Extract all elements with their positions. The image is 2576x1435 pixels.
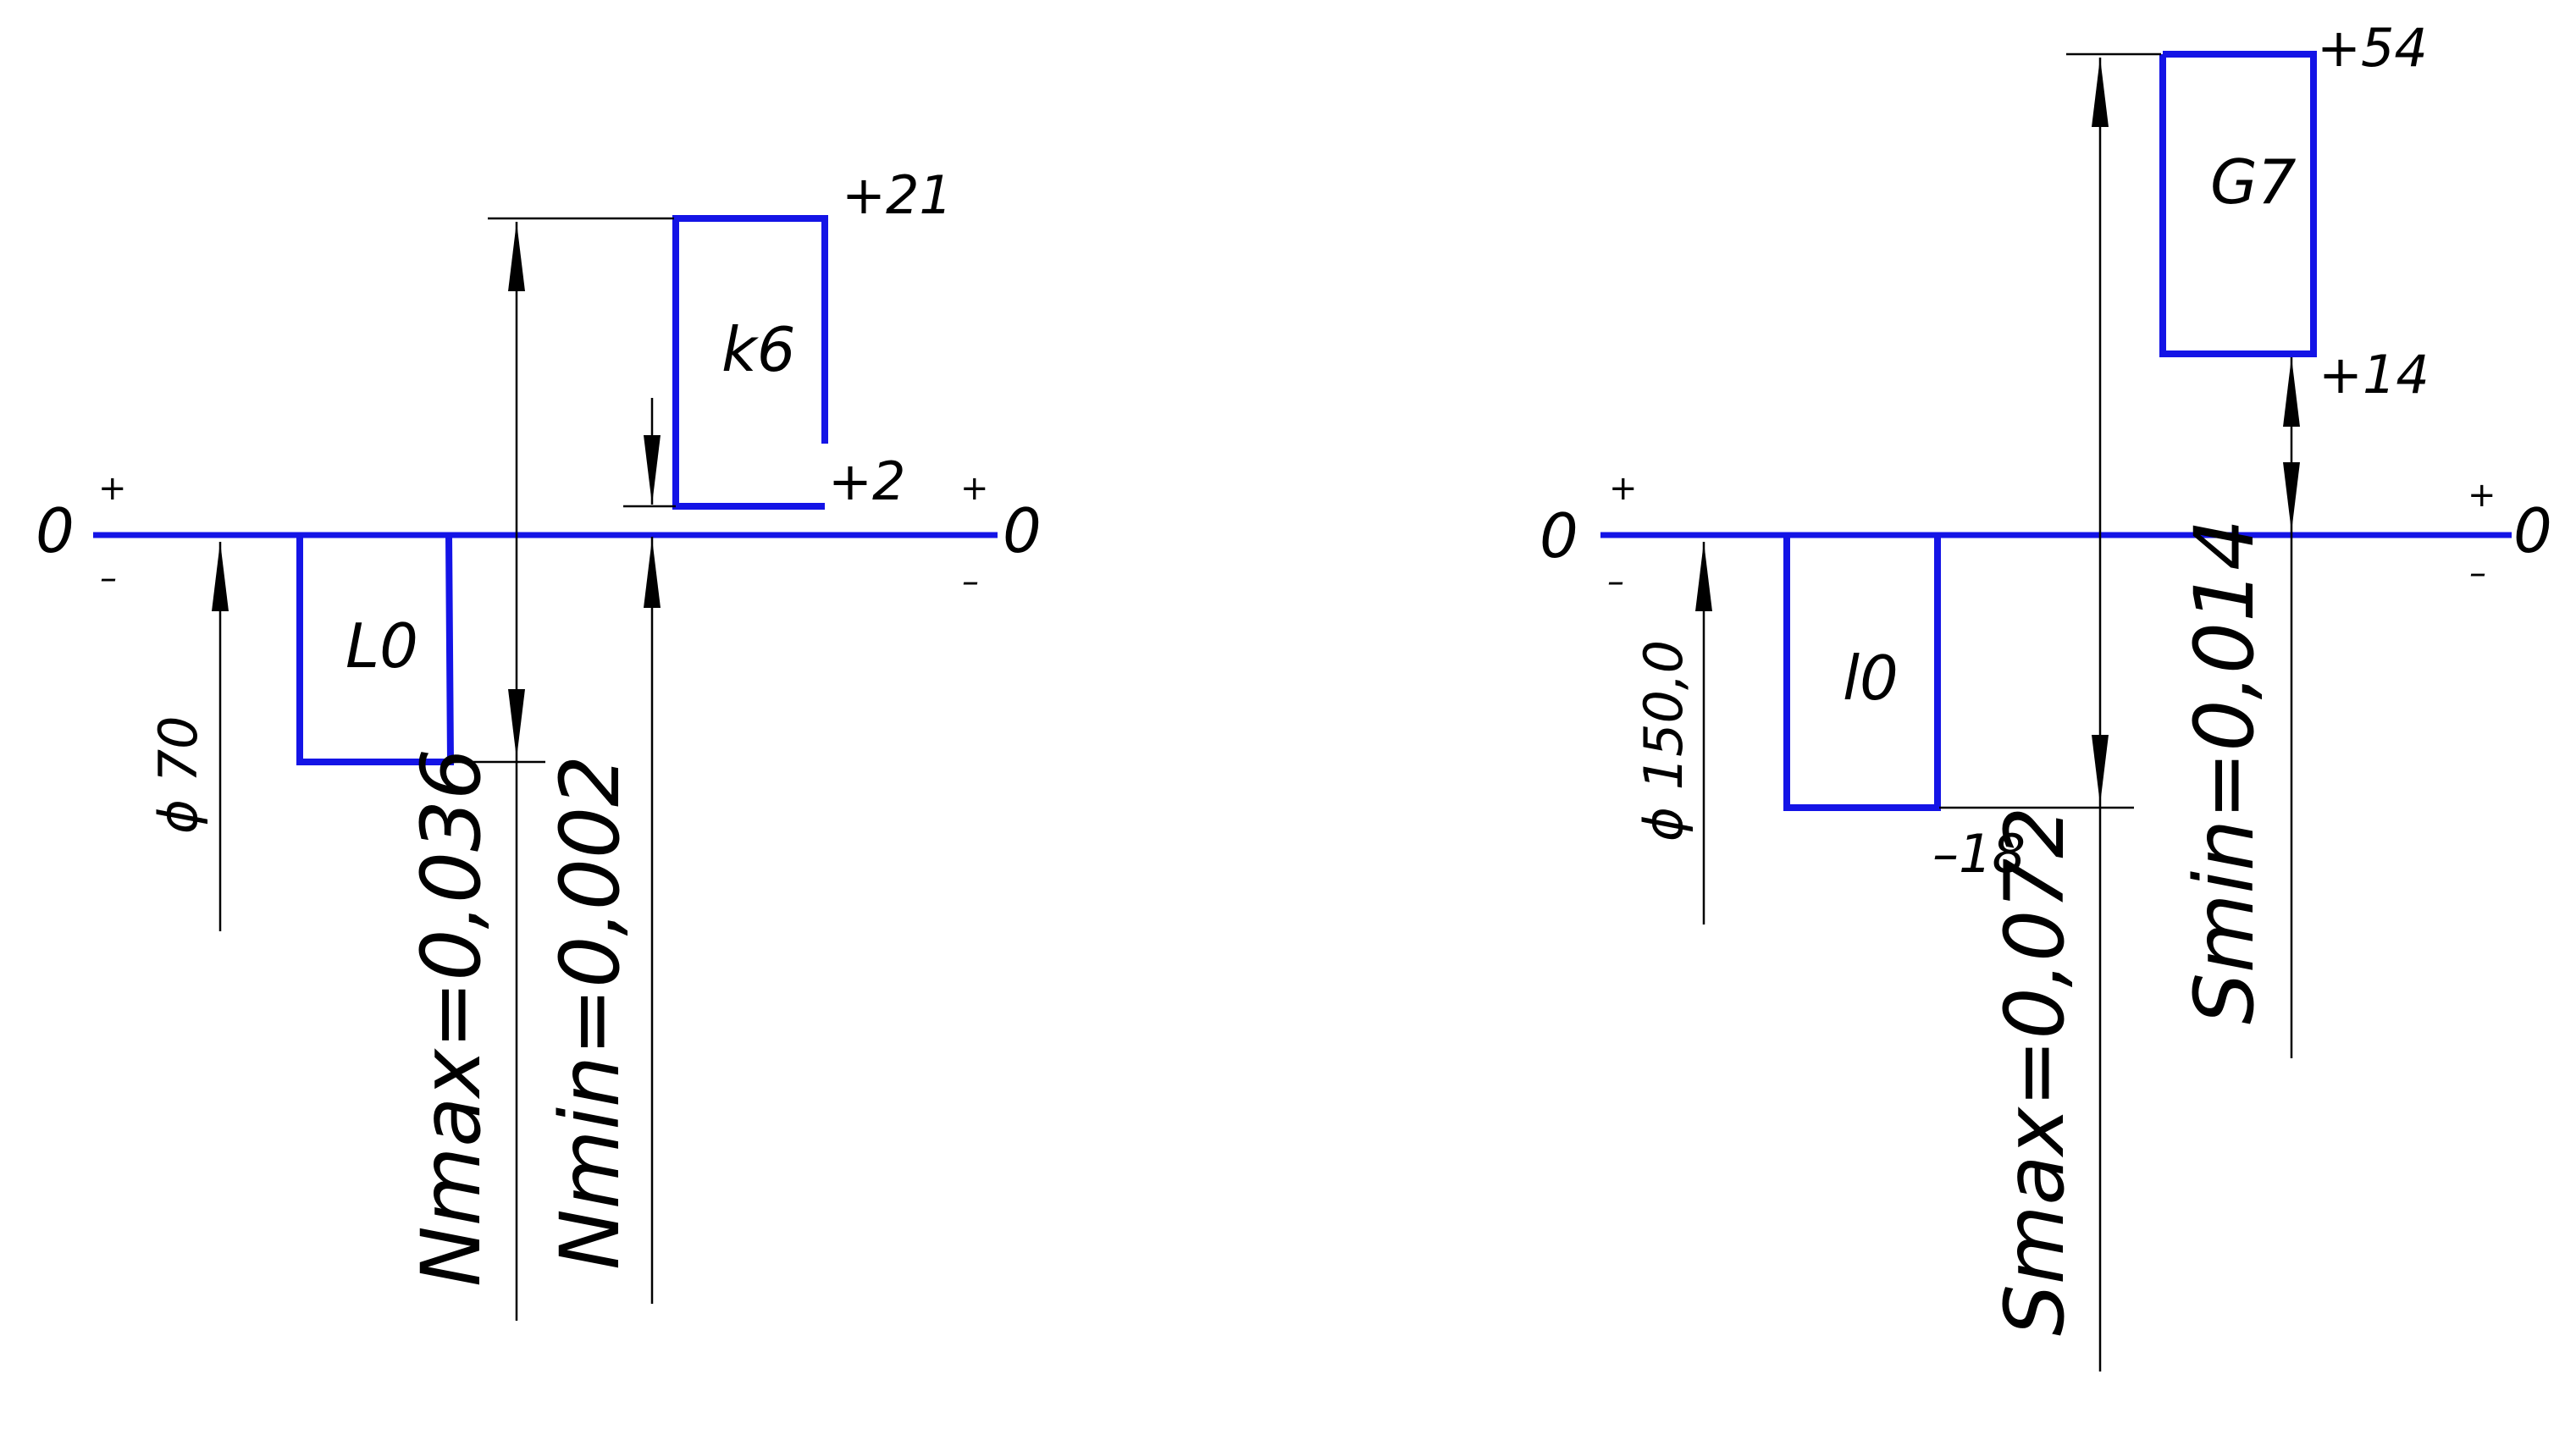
left-zero-label-start: 0 xyxy=(36,495,75,566)
right-shaft-zone xyxy=(1783,535,1941,811)
right-zero-label-start: 0 xyxy=(1540,500,1578,571)
right-minus-sign-start: – xyxy=(1607,562,1624,601)
right-smax-label: Smax=0,072 xyxy=(1987,807,2082,1336)
right-fit-diagram: 0 + – 0 + – ϕ 150,0 l0 –18 G7 +54 +14 Sm… xyxy=(1540,17,2552,1372)
left-shaft-zone xyxy=(672,215,828,510)
right-hole-zone xyxy=(2159,51,2317,357)
left-nmin-label: Nmin=0,002 xyxy=(543,755,638,1270)
left-nmax-label: Nmax=0,036 xyxy=(404,748,499,1287)
right-shaft-zone-label: l0 xyxy=(1843,643,1899,714)
left-plus-sign-end: + xyxy=(960,469,989,508)
right-smin-arrow-down xyxy=(2283,462,2300,532)
right-smin-label: Smin=0,014 xyxy=(2177,519,2272,1024)
right-smax-arrow-down xyxy=(2092,735,2109,804)
left-minus-sign-start: – xyxy=(100,559,117,598)
left-shaft-zone-label: k6 xyxy=(721,314,796,385)
left-zero-label-end: 0 xyxy=(1003,495,1042,566)
left-nmax-arrow-down xyxy=(508,689,525,759)
left-hole-zone xyxy=(296,534,455,765)
left-fit-diagram: 0 + – 0 + – ϕ 70 L0 k6 +21 +2 Nmax=0,036… xyxy=(36,164,1042,1321)
left-plus-sign-start: + xyxy=(98,469,127,508)
left-shaft-upper-deviation: +21 xyxy=(842,164,953,226)
right-plus-sign-end: + xyxy=(2468,476,2496,515)
right-zero-label-end: 0 xyxy=(2513,495,2552,566)
right-hole-upper-deviation: +54 xyxy=(2317,17,2428,79)
left-nmax-arrow-up xyxy=(508,222,525,291)
right-minus-sign-end: – xyxy=(2469,554,2486,593)
right-smin-arrow-up xyxy=(2283,357,2300,427)
right-shaft-lower-deviation: –18 xyxy=(1932,823,2026,885)
left-hole-zone-label: L0 xyxy=(345,610,418,682)
right-diameter-arrow xyxy=(1695,542,1712,611)
left-nmin-arrow-up xyxy=(644,538,661,608)
left-diameter-arrow xyxy=(212,542,229,611)
right-smax-arrow-up xyxy=(2092,58,2109,127)
left-shaft-lower-deviation: +2 xyxy=(828,450,905,512)
left-nmin-arrow-down xyxy=(644,435,661,505)
right-hole-zone-label: G7 xyxy=(2210,146,2297,218)
right-diameter-label: ϕ 150,0 xyxy=(1633,640,1694,842)
left-minus-sign-end: – xyxy=(962,562,979,601)
left-diameter-label: ϕ 70 xyxy=(147,716,209,835)
right-hole-lower-deviation: +14 xyxy=(2319,344,2430,406)
right-plus-sign-start: + xyxy=(1609,469,1638,508)
